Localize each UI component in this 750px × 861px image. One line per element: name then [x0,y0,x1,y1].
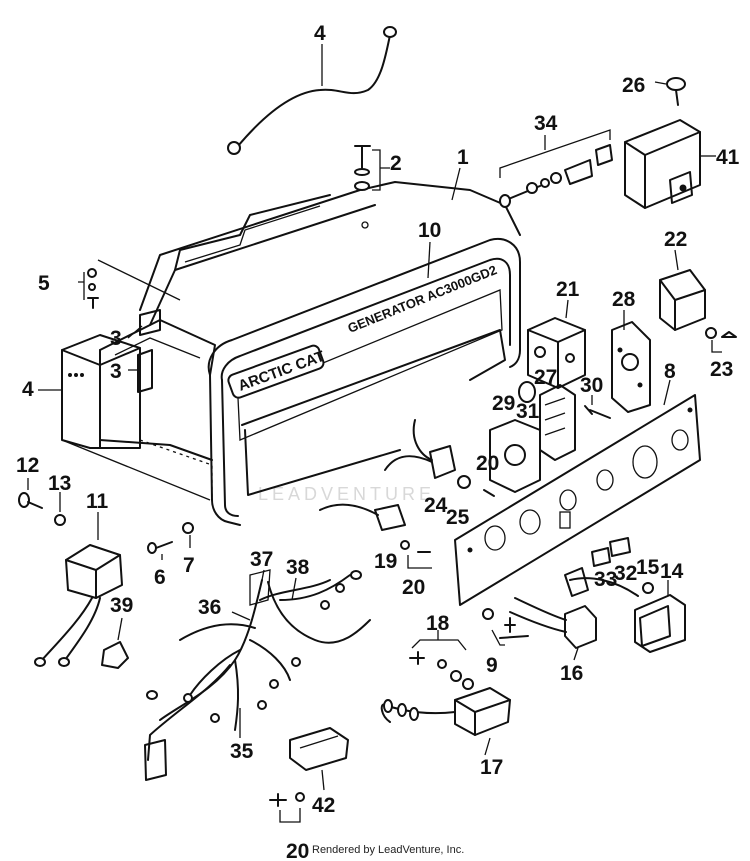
part-18-hardware [409,651,474,690]
callout-labels: 4 2 1 34 26 41 10 22 5 3 3 4 21 28 8 23 … [16,22,740,861]
part-33-fastener [591,537,631,567]
part-28-outlet [611,321,651,413]
callout: 7 [183,554,195,577]
callout: 5 [38,272,50,295]
part-9-hardware [482,608,529,639]
callout: 18 [426,612,450,635]
callout: 38 [286,556,310,579]
part-13-washer [54,514,66,526]
callout: 16 [560,662,583,685]
callout: 10 [418,219,441,242]
part-30-screw [584,405,611,419]
callout: 21 [556,278,580,301]
part-16-switch [509,597,597,649]
brand-badge: ARCTIC CAT [227,344,327,399]
part-4-cable [227,26,397,155]
part-19-switch [319,503,431,553]
callout: 42 [312,794,335,817]
callout: 28 [612,288,636,311]
part-39-clip [101,641,129,669]
part-26-screw [666,77,686,106]
callout: 41 [716,146,740,169]
part-7-washer [182,522,194,534]
callout: 19 [374,550,397,573]
callout: 29 [492,392,515,415]
callout: 13 [48,472,71,495]
model-label: GENERATOR AC3000GD2 [346,262,499,336]
part-17-regulator [380,687,511,736]
callout: 4 [22,378,34,401]
callout: 8 [664,360,676,383]
callout: 34 [534,112,558,135]
part-34-hardware [499,144,613,208]
callout: 14 [660,560,684,583]
callout: 33 [594,568,617,591]
callout: 11 [86,490,109,513]
callout: 39 [110,594,133,617]
callout: 27 [534,366,557,389]
callout: 23 [710,358,733,381]
part-42-terminal [289,727,349,771]
callout: 20 [402,576,425,599]
callout: 36 [198,596,221,619]
part-5-fasteners [87,268,99,309]
part-21-outlet [527,317,586,389]
callout: 9 [486,654,498,677]
callout: 31 [516,400,540,423]
part-23-screw [705,327,737,339]
callout: 22 [664,228,687,251]
callout: 3 [110,327,122,350]
callout: 35 [230,740,254,763]
part-27-breaker [539,384,576,461]
footer-credit: Rendered by LeadVenture, Inc. [312,844,465,856]
part-22-relay [659,269,706,331]
callout: 12 [16,454,39,477]
part-12-bolt [18,492,43,509]
part-41-module [624,119,701,209]
part-15-nut [642,582,654,594]
part-11-module [34,544,123,667]
part-6-screw [147,541,173,554]
callout: 6 [154,566,166,589]
part-2-screw [354,145,371,191]
callout: 25 [446,506,470,529]
callout: 37 [250,548,273,571]
callout: 24 [424,494,448,517]
callout: 30 [580,374,603,397]
watermark-text: LEADVENTURE [258,484,435,504]
callout: 20 [286,840,309,861]
callout: 2 [390,152,402,175]
callout: 4 [314,22,326,45]
part-29-cap [518,381,536,403]
callout: 1 [457,146,469,169]
callout: 3 [110,360,122,383]
callout: 20 [476,452,499,475]
part-8-control-panel [454,394,701,606]
part-14-meter [564,567,686,653]
callout: 15 [636,556,660,579]
callout: 17 [480,756,503,779]
callout: 32 [614,562,637,585]
part-35-harness [144,569,371,781]
callout: 26 [622,74,645,97]
part-24-connector [384,419,495,497]
part-20-receptacle [489,419,541,493]
part-20-bottom-screw [269,792,305,807]
